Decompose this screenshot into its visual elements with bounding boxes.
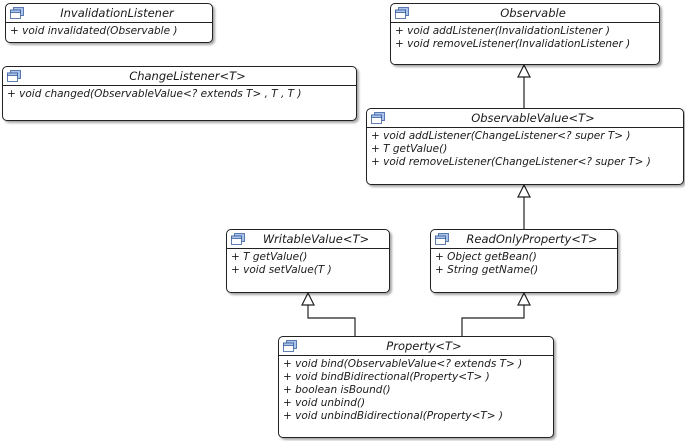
class-name: WritableValue<T> <box>262 232 370 246</box>
method-item: + void changed(ObservableValue<? extends… <box>7 88 302 100</box>
class-name: ObservableValue<T> <box>471 111 595 125</box>
generalization-line <box>307 305 356 336</box>
method-list: + void addListener(ChangeListener<? supe… <box>367 128 683 171</box>
class-observable-value[interactable]: ObservableValue<T> + void addListener(Ch… <box>366 108 684 185</box>
method-item: + T getValue() <box>371 143 448 155</box>
method-item: + void unbind() <box>283 397 366 409</box>
method-item: + void addListener(ChangeListener<? supe… <box>371 130 631 142</box>
method-item: + void addListener(InvalidationListener … <box>395 25 610 37</box>
class-writable-value[interactable]: WritableValue<T> + T getValue() + void s… <box>226 229 390 293</box>
method-list: + void addListener(InvalidationListener … <box>391 23 659 53</box>
class-header: Property<T> <box>279 337 553 356</box>
class-header: Observable <box>391 4 659 23</box>
method-list: + void changed(ObservableValue<? extends… <box>3 86 356 103</box>
class-change-listener[interactable]: ChangeListener<T> + void changed(Observa… <box>2 66 357 121</box>
class-header: WritableValue<T> <box>227 230 389 249</box>
interface-icon <box>371 112 385 124</box>
method-list: + void invalidated(Observable ) <box>6 23 212 40</box>
method-item: + Object getBean() <box>435 251 537 263</box>
class-property[interactable]: Property<T> + void bind(ObservableValue<… <box>278 336 554 438</box>
class-name: Observable <box>500 6 566 20</box>
generalization-arrow-head <box>301 291 315 306</box>
method-item: + String getName() <box>435 264 539 276</box>
generalization-line <box>461 305 525 336</box>
method-item: + void unbindBidirectional(Property<T> ) <box>283 410 504 422</box>
generalization-arrow-head <box>517 291 531 306</box>
interface-icon <box>283 340 297 352</box>
method-item: + void invalidated(Observable ) <box>10 25 178 37</box>
method-item: + boolean isBound() <box>283 384 391 396</box>
interface-icon <box>7 70 21 82</box>
method-item: + void bind(ObservableValue<? extends T>… <box>283 358 523 370</box>
class-read-only-property[interactable]: ReadOnlyProperty<T> + Object getBean() +… <box>430 229 618 293</box>
method-item: + void removeListener(InvalidationListen… <box>395 38 631 50</box>
class-invalidation-listener[interactable]: InvalidationListener + void invalidated(… <box>5 3 213 43</box>
interface-icon <box>231 233 245 245</box>
method-item: + void removeListener(ChangeListener<? s… <box>371 156 651 168</box>
class-header: InvalidationListener <box>6 4 212 23</box>
class-header: ObservableValue<T> <box>367 109 683 128</box>
generalization-arrow-head <box>517 63 531 78</box>
class-name: ReadOnlyProperty<T> <box>466 232 598 246</box>
class-name: InvalidationListener <box>60 6 174 20</box>
generalization-arrow-head <box>517 183 531 198</box>
method-list: + Object getBean() + String getName() <box>431 249 617 279</box>
class-name: ChangeListener<T> <box>129 69 246 83</box>
method-list: + T getValue() + void setValue(T ) <box>227 249 389 279</box>
class-name: Property<T> <box>386 339 462 353</box>
interface-icon <box>435 233 449 245</box>
class-header: ChangeListener<T> <box>3 67 356 86</box>
method-item: + T getValue() <box>231 251 308 263</box>
interface-icon <box>10 7 24 19</box>
method-item: + void setValue(T ) <box>231 264 332 276</box>
interface-icon <box>395 7 409 19</box>
method-item: + void bindBidirectional(Property<T> ) <box>283 371 490 383</box>
class-observable[interactable]: Observable + void addListener(Invalidati… <box>390 3 660 65</box>
class-header: ReadOnlyProperty<T> <box>431 230 617 249</box>
method-list: + void bind(ObservableValue<? extends T>… <box>279 356 553 425</box>
